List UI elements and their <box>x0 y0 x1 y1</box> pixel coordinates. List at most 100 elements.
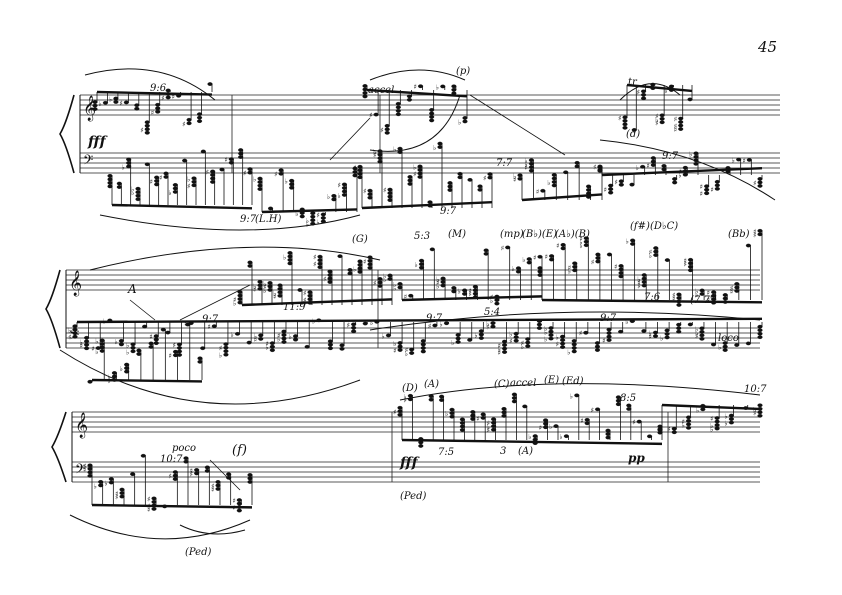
note-head <box>525 340 531 345</box>
note-head <box>455 340 461 344</box>
tuplet-label: 9:7 <box>426 313 443 324</box>
accidental: ♯ <box>593 164 596 172</box>
accidental: ♭ <box>393 284 396 292</box>
accidental: ♭ <box>436 283 439 291</box>
tuplet-label: 9:7 <box>440 206 457 217</box>
tuplet-label: 10:7 <box>744 384 767 395</box>
accidental: ♭ <box>403 393 406 401</box>
accidental: ♯ <box>556 242 559 250</box>
accidental: ♯ <box>649 249 652 257</box>
accidental: ♭ <box>695 287 698 295</box>
accidental: ♯ <box>303 296 306 304</box>
accidental: ♭ <box>649 252 652 260</box>
accidental: ♯ <box>730 284 733 292</box>
note-head <box>594 348 601 352</box>
note-head <box>72 331 78 336</box>
note-head <box>704 191 710 196</box>
accidental: ♭ <box>678 172 681 180</box>
accidental: ♭ <box>436 83 439 91</box>
note-head <box>238 155 244 159</box>
accidental: ♭ <box>381 332 384 340</box>
accidental: ♯ <box>353 164 356 172</box>
accidental: ♯ <box>161 94 164 102</box>
note-head <box>676 329 682 334</box>
accidental: ♯ <box>263 283 266 291</box>
accidental: ♯ <box>115 490 118 498</box>
accidental: ♯ <box>187 182 190 190</box>
note-head <box>182 158 188 163</box>
arrow-line <box>329 117 371 161</box>
tuplet-label: 9:7 <box>600 313 617 324</box>
accidental: ♭ <box>126 348 129 356</box>
accidental: ♯ <box>413 170 416 178</box>
pedal-marking: (Ped) <box>400 491 427 502</box>
accidental: ♯ <box>232 497 235 505</box>
beam <box>521 193 603 202</box>
tuplet-label: 9:6 <box>150 83 167 94</box>
accidental: ♯ <box>172 341 175 349</box>
accidental: ♯ <box>253 286 256 294</box>
note-head <box>757 413 763 418</box>
accidental: ♯ <box>224 156 227 164</box>
note-head <box>84 339 90 344</box>
note-head <box>395 105 401 110</box>
note-head <box>144 130 150 135</box>
note-head <box>72 334 78 339</box>
accidental: ♯ <box>373 152 376 160</box>
accidental: ♯ <box>337 181 340 189</box>
note-head <box>293 337 299 342</box>
accidental: ♭ <box>732 157 735 165</box>
note-head <box>84 346 90 351</box>
note-head <box>560 338 566 342</box>
accidental: ♯ <box>347 321 350 329</box>
note-head <box>606 338 612 342</box>
accidental: ♭ <box>710 422 713 430</box>
note-head <box>191 183 197 188</box>
note-head <box>92 107 98 111</box>
accidental: ♭ <box>94 482 97 490</box>
note-head <box>757 410 763 415</box>
tuplet-label: 3 <box>500 446 507 457</box>
note-head <box>395 112 401 117</box>
note-head <box>420 346 426 350</box>
accidental: ♭ <box>649 330 652 338</box>
note-head <box>678 127 684 131</box>
note-head <box>135 197 141 202</box>
accidental: ♯ <box>579 235 582 243</box>
accidental: ♯ <box>476 415 479 423</box>
accidental: ♭ <box>445 410 448 418</box>
accidental: ♭ <box>295 210 298 218</box>
note-head <box>672 180 678 185</box>
note-head <box>420 349 426 354</box>
accidental: ♭ <box>636 164 639 172</box>
tuplet-label: 7:5 <box>438 447 455 458</box>
accidental: ♯ <box>383 187 386 195</box>
accidental: ♯ <box>182 120 185 128</box>
note-head <box>351 325 357 330</box>
note-head <box>176 346 183 350</box>
beam <box>661 403 763 411</box>
note-head <box>429 115 435 119</box>
note-head <box>722 348 728 352</box>
note-head <box>258 337 264 341</box>
accidental: ♭ <box>474 332 477 340</box>
accidental: ♭ <box>522 256 525 264</box>
note-head <box>606 334 612 339</box>
arrow-line <box>179 284 251 321</box>
note-head <box>183 459 189 464</box>
note-head <box>165 95 171 100</box>
tuplet-label: 9:7 <box>662 151 679 162</box>
dynamic-marking: fff <box>88 134 106 150</box>
note-head <box>84 342 90 347</box>
accidental: ♯ <box>277 332 280 340</box>
accidental: ♭ <box>353 265 356 273</box>
accidental: ♯ <box>556 341 559 349</box>
note-head <box>196 115 203 120</box>
accidental: ♯ <box>753 409 756 417</box>
note-head <box>327 342 333 347</box>
note-head <box>560 345 566 349</box>
accidental: ♭ <box>120 365 123 373</box>
note-head <box>136 352 142 356</box>
note-head <box>197 359 203 364</box>
accidental: ♭ <box>664 87 667 95</box>
